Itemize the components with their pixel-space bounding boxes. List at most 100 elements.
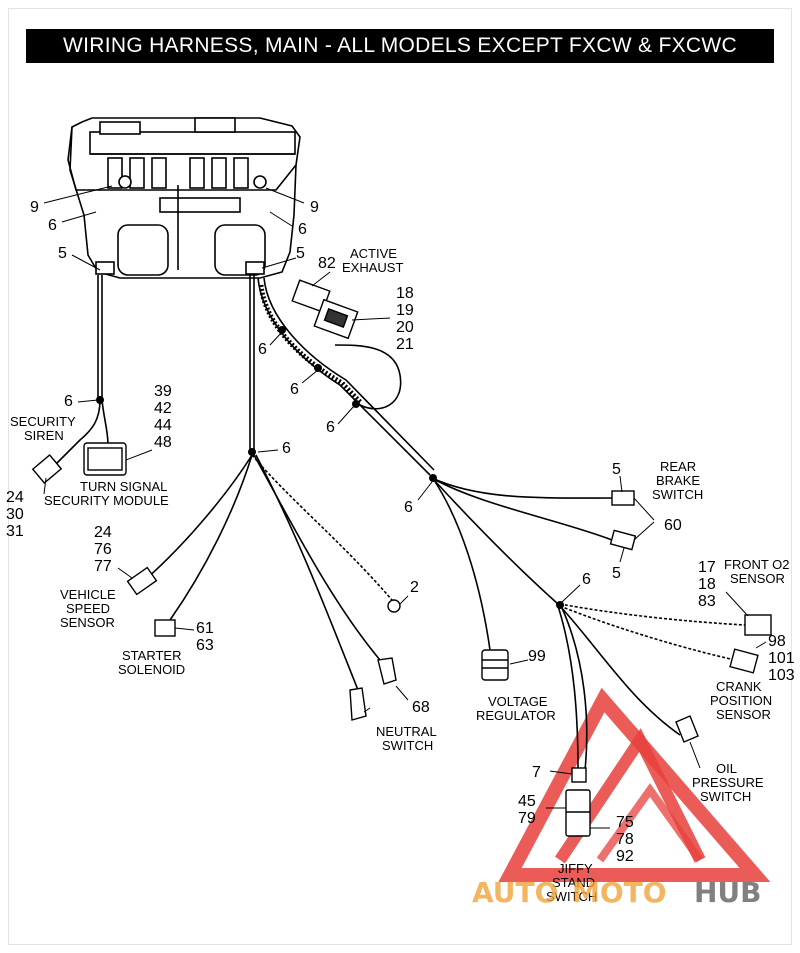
crank-position-sensor-connector [729,648,759,674]
leader-lines [43,185,767,829]
svg-text:JIFFY: JIFFY [558,861,593,876]
callout-6-loom-b: 6 [290,381,299,398]
callout-5-rear-brake: 5 [612,461,621,478]
svg-text:POSITION: POSITION [710,693,772,708]
callout-68: 68 [412,699,430,716]
svg-text:39: 39 [154,383,172,400]
svg-text:SWITCH: SWITCH [382,738,433,753]
label-crank-position-sensor: CRANK POSITION SENSOR [710,679,772,722]
svg-text:FRONT O2: FRONT O2 [724,557,790,572]
watermark-auto: AUTO [472,876,558,909]
svg-text:18: 18 [396,285,414,302]
svg-text:SWITCH: SWITCH [700,789,751,804]
svg-text:31: 31 [6,523,24,540]
svg-text:SWITCH: SWITCH [652,487,703,502]
svg-text:77: 77 [94,558,112,575]
svg-text:30: 30 [6,506,24,523]
svg-text:PRESSURE: PRESSURE [692,775,764,790]
label-jiffy-stand-switch: JIFFY STAND SWITCH [546,861,597,904]
rear-brake-switch-connector-b [609,529,637,551]
exhaust-loom [258,284,362,404]
callout-6-loom-a: 6 [258,341,267,358]
callout-6-right: 6 [298,221,307,238]
svg-text:48: 48 [154,434,172,451]
svg-text:75: 75 [616,814,634,831]
svg-text:20: 20 [396,319,414,336]
watermark-moto: MOTO [572,876,667,909]
svg-text:63: 63 [196,637,214,654]
oil-pressure-switch-boot [675,715,699,743]
label-voltage-regulator: VOLTAGE REGULATOR [476,694,556,723]
svg-text:19: 19 [396,302,414,319]
callout-6-loom-c: 6 [326,419,335,436]
neutral-switch-boot-b [349,687,367,721]
callout-18-19-20-21: 18 19 20 21 [396,285,414,353]
svg-text:24: 24 [94,524,112,541]
callout-60: 60 [664,517,682,534]
svg-text:45: 45 [518,793,536,810]
callout-5-rear-brake-2: 5 [612,565,621,582]
callout-24-30-31: 24 30 31 [6,489,24,540]
page-title: WIRING HARNESS, MAIN - ALL MODELS EXCEPT… [63,34,737,57]
svg-text:VOLTAGE: VOLTAGE [488,694,548,709]
svg-text:CRANK: CRANK [716,679,762,694]
callout-17-18-83: 17 18 83 [698,559,716,610]
svg-text:BRAKE: BRAKE [656,473,700,488]
main-housing [67,117,301,279]
svg-text:17: 17 [698,559,716,576]
callout-5-right: 5 [296,245,305,262]
callout-98-101-103: 98 101 103 [768,633,795,684]
title-bar: WIRING HARNESS, MAIN - ALL MODELS EXCEPT… [26,29,774,63]
svg-text:44: 44 [154,417,172,434]
svg-text:61: 61 [196,620,214,637]
svg-text:SECURITY MODULE: SECURITY MODULE [44,493,169,508]
security-siren-connector [31,454,63,484]
neutral-switch-boot-a [377,657,397,685]
callout-45-79: 45 79 [518,793,536,827]
svg-text:76: 76 [94,541,112,558]
connectors [31,279,772,837]
svg-text:SOLENOID: SOLENOID [118,662,185,677]
svg-text:REGULATOR: REGULATOR [476,708,556,723]
vehicle-speed-sensor-connector [126,566,158,596]
svg-text:OIL: OIL [716,761,737,776]
label-oil-pressure-switch: OIL PRESSURE SWITCH [692,761,764,804]
front-o2-sensor-connector [744,614,772,636]
watermark-hub: HUB [694,876,762,909]
svg-text:21: 21 [396,336,414,353]
callout-numbers: 9 6 5 9 6 5 82 18 19 20 21 6 6 6 6 39 42… [6,199,795,865]
label-rear-brake-switch: REAR BRAKE SWITCH [652,459,703,502]
svg-text:STARTER: STARTER [122,648,181,663]
callout-6-siren-branch: 6 [64,393,73,410]
svg-text:101: 101 [768,650,795,667]
callout-9-right: 9 [310,199,319,216]
svg-text:SECURITY: SECURITY [10,414,76,429]
turn-signal-security-module [83,442,127,476]
svg-text:ACTIVE: ACTIVE [350,246,397,261]
svg-text:SWITCH: SWITCH [546,889,597,904]
harness-clips [96,326,564,609]
callout-6-left: 6 [48,217,57,234]
svg-text:SPEED: SPEED [66,601,110,616]
svg-text:92: 92 [616,848,634,865]
jiffy-stand-connector-top [571,767,587,783]
callout-61-63: 61 63 [196,620,214,654]
svg-text:VEHICLE: VEHICLE [60,587,116,602]
callout-75-78-92: 75 78 92 [616,814,634,865]
callout-6-junction: 6 [404,499,413,516]
label-vehicle-speed-sensor: VEHICLE SPEED SENSOR [60,587,116,630]
svg-text:TURN SIGNAL: TURN SIGNAL [80,479,167,494]
svg-text:18: 18 [698,576,716,593]
callout-2: 2 [410,579,419,596]
rear-brake-switch-connector-a [611,490,635,506]
starter-solenoid-terminal [154,619,176,637]
svg-text:24: 24 [6,489,24,506]
label-security-siren: SECURITY SIREN [10,414,76,443]
svg-text:SENSOR: SENSOR [716,707,771,722]
label-turn-signal-security-module: TURN SIGNAL SECURITY MODULE [44,479,169,508]
diagram-frame [8,8,792,945]
svg-text:79: 79 [518,810,536,827]
label-front-o2-sensor: FRONT O2 SENSOR [724,557,790,586]
callout-39-42-44-48: 39 42 44 48 [154,383,172,451]
